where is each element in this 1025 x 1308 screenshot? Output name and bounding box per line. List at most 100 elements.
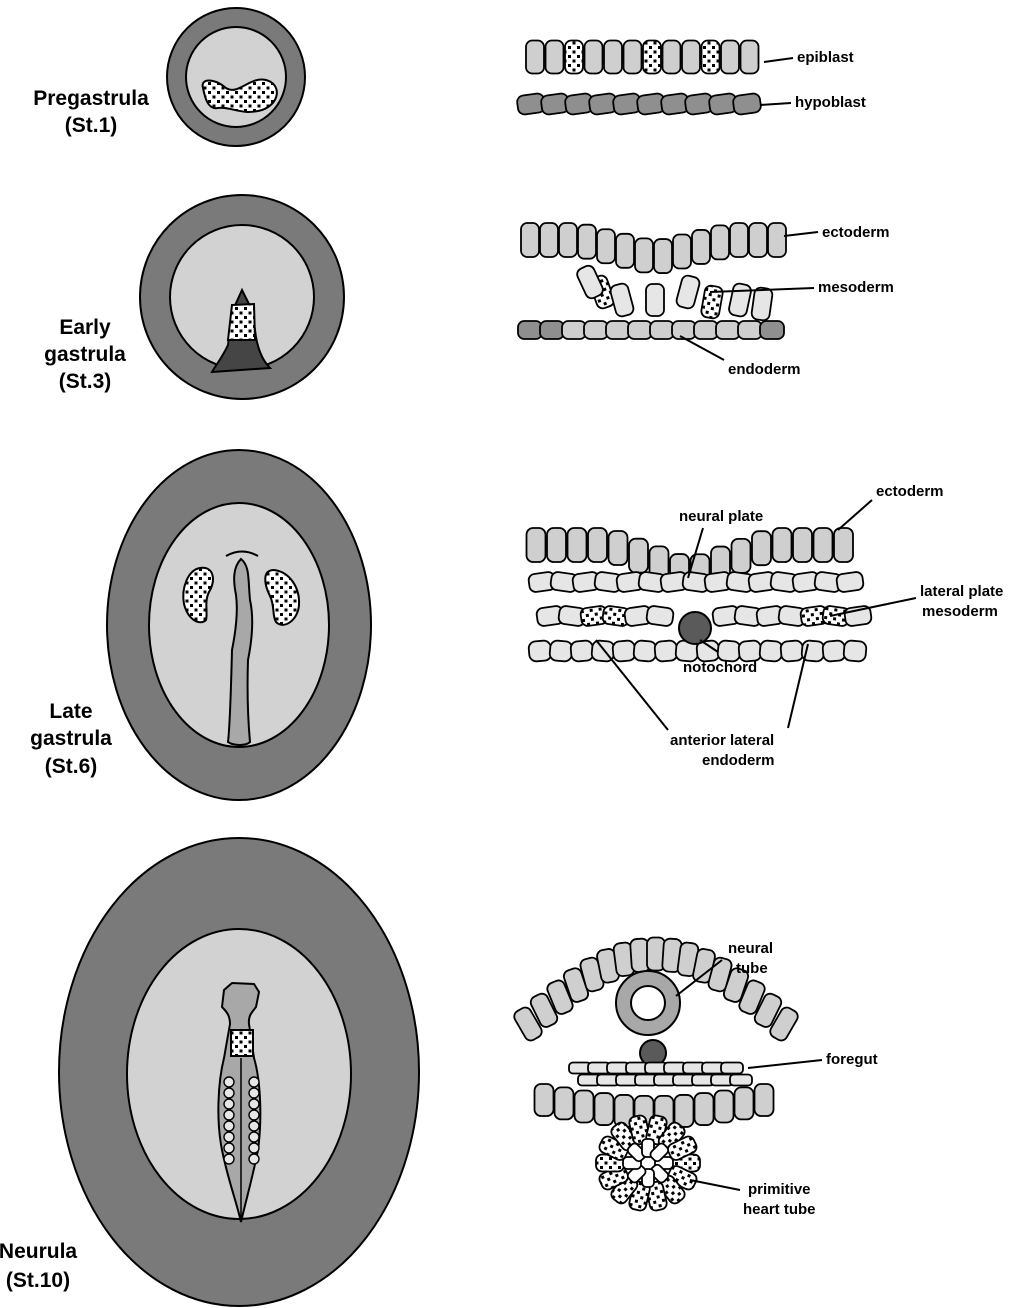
ectoderm-cell xyxy=(732,539,751,573)
epiblast-cell xyxy=(624,41,642,74)
epiblast-cell xyxy=(682,41,700,74)
ectoderm-leader xyxy=(838,500,872,530)
late-gastrula-embryo xyxy=(107,450,371,800)
neural-tube-label-line2: tube xyxy=(736,960,768,977)
epiblast-cell xyxy=(721,41,739,74)
stage1-name: Pregastrula xyxy=(33,87,149,110)
epiblast-layer xyxy=(526,41,759,74)
endoderm-cell xyxy=(715,1090,734,1122)
somite xyxy=(249,1132,259,1142)
stage3-number: (St.3) xyxy=(59,370,112,393)
endoderm-cell xyxy=(694,321,718,339)
endoderm-cell xyxy=(595,1093,614,1125)
notochord xyxy=(679,612,711,644)
stage10-number: (St.10) xyxy=(6,1269,70,1292)
ectoderm-cell xyxy=(752,531,771,565)
ectoderm-cell xyxy=(609,531,628,565)
mesoderm-cells xyxy=(575,264,773,321)
epiblast-cell xyxy=(702,41,720,74)
endoderm-cell xyxy=(780,640,804,662)
endoderm-cell xyxy=(540,321,564,339)
foregut-label: foregut xyxy=(826,1051,878,1068)
epiblast-cell xyxy=(604,41,622,74)
hypoblast-label: hypoblast xyxy=(795,94,866,111)
endoderm-cell xyxy=(822,640,846,662)
heart-tube-label-line2: heart tube xyxy=(743,1201,816,1218)
ectoderm-cell xyxy=(540,223,558,257)
endoderm-layer xyxy=(518,321,784,339)
ectoderm-cell xyxy=(616,234,634,268)
ectoderm-cell xyxy=(673,235,691,269)
endoderm-cell xyxy=(695,1093,714,1125)
ectoderm-cell xyxy=(578,225,596,259)
mesoderm-cell xyxy=(700,285,723,320)
endoderm-cell xyxy=(843,640,867,662)
stage6-name-line1: Late xyxy=(49,700,92,723)
ectoderm-leader xyxy=(784,232,818,236)
ectoderm-cell xyxy=(629,539,648,573)
endoderm-cell xyxy=(716,321,740,339)
heart-tube-leader xyxy=(690,1180,740,1190)
foregut-cell xyxy=(721,1063,743,1074)
endoderm-cell xyxy=(606,321,630,339)
ectoderm-layer xyxy=(521,223,786,273)
ectoderm-cell xyxy=(834,528,853,562)
ectoderm-cell xyxy=(588,528,607,562)
foregut-cells xyxy=(569,1063,752,1086)
heart-tube-label-line1: primitive xyxy=(748,1181,811,1198)
hypoblast-layer xyxy=(516,93,761,116)
neurula-embryo xyxy=(59,838,419,1306)
endoderm-cell xyxy=(549,640,573,662)
mesoderm-cell xyxy=(728,282,752,317)
somite xyxy=(224,1121,234,1131)
endoderm-cell xyxy=(759,640,783,662)
epiblast-cell xyxy=(741,41,759,74)
ectoderm-cell xyxy=(654,239,672,273)
epiblast-leader xyxy=(764,58,793,62)
endoderm-cell xyxy=(760,321,784,339)
ectoderm-cell xyxy=(547,528,566,562)
ectoderm-cell xyxy=(559,223,577,257)
stage1-section: epiblast hypoblast xyxy=(516,41,866,116)
stage10-label: Neurula (St.10) xyxy=(0,1240,77,1292)
somite xyxy=(249,1077,259,1087)
endoderm-cell xyxy=(672,321,696,339)
endoderm-cell xyxy=(584,321,608,339)
somite xyxy=(224,1132,234,1142)
stage3-section: ectoderm mesoderm endoderm xyxy=(518,223,894,378)
endoderm-cell xyxy=(518,321,542,339)
stage10-name: Neurula xyxy=(0,1240,77,1263)
neural-plate-label: neural plate xyxy=(679,508,763,525)
somite xyxy=(224,1143,234,1153)
epiblast-cell xyxy=(643,41,661,74)
stage6-number: (St.6) xyxy=(45,755,98,778)
epiblast-cell xyxy=(565,41,583,74)
stage3-label: Early gastrula (St.3) xyxy=(44,316,126,393)
endoderm-cell xyxy=(628,321,652,339)
mesoderm-cell xyxy=(836,571,864,592)
endoderm-label: endoderm xyxy=(728,361,801,378)
ectoderm-cell xyxy=(814,528,833,562)
endoderm-cell xyxy=(555,1087,574,1119)
foregut-cell xyxy=(730,1075,752,1086)
epiblast-cell xyxy=(663,41,681,74)
primitive-heart-tube xyxy=(596,1114,700,1211)
stage6-name-line2: gastrula xyxy=(30,727,112,750)
ectoderm-cell xyxy=(711,225,729,259)
mesoderm-label: mesoderm xyxy=(818,279,894,296)
ectoderm-cell xyxy=(635,238,653,272)
ectoderm-cell xyxy=(692,230,710,264)
neural-tube-label-line1: neural xyxy=(728,940,773,957)
endoderm-cell xyxy=(738,321,762,339)
epiblast-label: epiblast xyxy=(797,49,854,66)
epiblast-cell xyxy=(585,41,603,74)
lateral-plate-label-line1: lateral plate xyxy=(920,583,1003,600)
ectoderm-cell xyxy=(521,223,539,257)
ectoderm-cell xyxy=(568,528,587,562)
mesoderm-cell xyxy=(751,287,773,321)
endoderm-cell xyxy=(633,640,657,662)
somite xyxy=(224,1099,234,1109)
stage1-number: (St.1) xyxy=(65,114,118,137)
somite xyxy=(249,1110,259,1120)
